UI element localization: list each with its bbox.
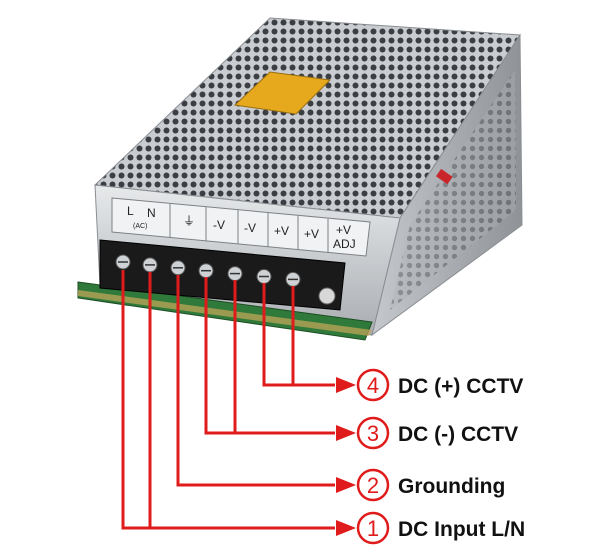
brand-badge <box>435 168 453 185</box>
callout-circle <box>356 468 390 502</box>
terminal-label-pos-v-adj: +V <box>336 223 351 237</box>
terminal-label-pos-v-1: +V <box>274 224 289 238</box>
callout-number: 4 <box>367 373 379 398</box>
terminal-screw[interactable] <box>115 254 131 270</box>
terminal-screw[interactable] <box>142 257 158 273</box>
adjust-potentiometer[interactable] <box>318 287 336 305</box>
wire-neg-v-1 <box>204 277 335 435</box>
callout-label: DC (-) CCTV <box>398 423 518 446</box>
terminal-screw[interactable] <box>198 263 214 279</box>
callout-dc-positive: 4 DC (+) CCTV <box>356 368 523 402</box>
warning-label <box>233 71 332 115</box>
terminal-label-pos-v-2: +V <box>304 227 319 241</box>
terminal-label-neg-v-2: -V <box>244 221 256 235</box>
callout-number: 1 <box>367 516 379 541</box>
terminal-label-adj: ADJ <box>333 237 356 251</box>
callout-circle <box>356 368 390 402</box>
terminal-block <box>99 239 346 311</box>
wire-arrowheads <box>336 377 356 536</box>
power-supply-unit: L N (AC) ⏚ -V -V +V +V +V ADJ <box>77 17 523 341</box>
terminal-label-ac: (AC) <box>133 223 147 230</box>
terminal-screw[interactable] <box>227 266 243 282</box>
terminal-screw[interactable] <box>170 260 186 276</box>
callout-dc-input: 1 DC Input L/N <box>356 511 525 545</box>
terminal-label-panel <box>111 197 371 257</box>
terminal-label-n: N <box>147 206 156 220</box>
wiring <box>121 270 335 530</box>
callout-circle <box>356 416 390 450</box>
callout-label: DC Input L/N <box>398 518 525 541</box>
callout-label: Grounding <box>398 475 505 498</box>
callout-dc-negative: 3 DC (-) CCTV <box>356 416 518 450</box>
wire-ground <box>176 275 335 487</box>
wire-pos-v-1 <box>262 283 335 387</box>
terminal-screw[interactable] <box>285 271 301 287</box>
callout-label: DC (+) CCTV <box>398 375 523 398</box>
terminal-screws <box>115 254 301 287</box>
callout-number: 2 <box>367 473 379 498</box>
wire-ac-l <box>121 270 335 530</box>
terminal-screw[interactable] <box>256 269 272 284</box>
terminal-label-ground: ⏚ <box>183 214 195 228</box>
terminal-label-neg-v-1: -V <box>213 218 225 232</box>
callout-number: 3 <box>367 421 379 446</box>
callout-grounding: 2 Grounding <box>356 468 505 502</box>
terminal-label-l: L <box>127 204 134 218</box>
callout-circle <box>356 511 390 545</box>
